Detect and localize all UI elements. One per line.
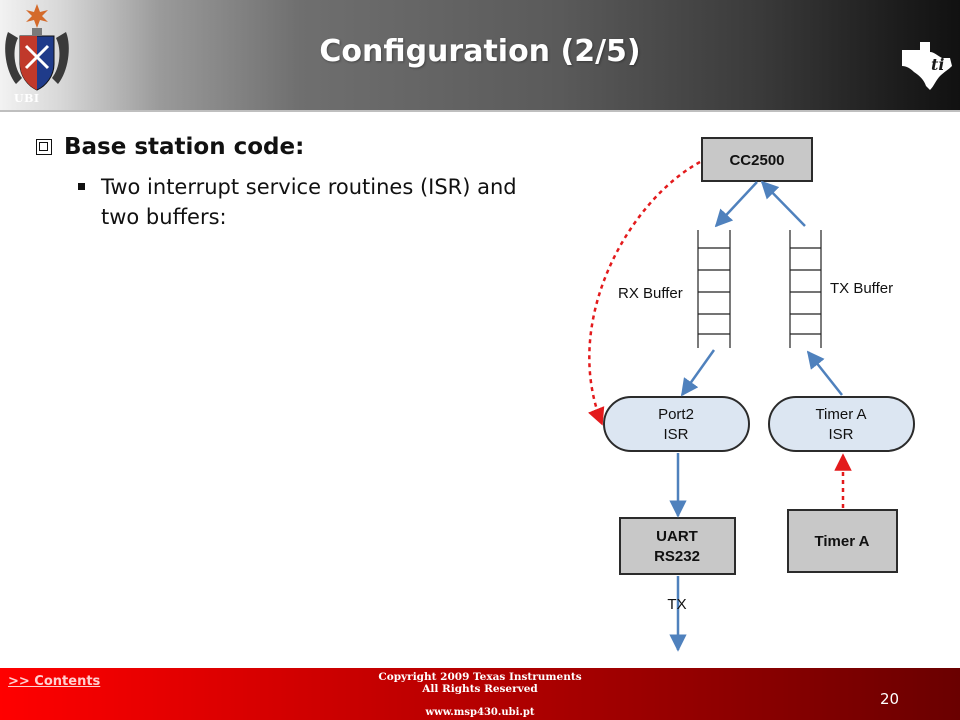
copyright-text: Copyright 2009 Texas Instruments All Rig…: [330, 671, 630, 695]
port2-isr-line2: ISR: [663, 426, 688, 443]
sub-bullet-text: Two interrupt service routines (ISR) and…: [101, 175, 517, 229]
page-number: 20: [880, 690, 900, 708]
tx-output-label: TX: [667, 596, 686, 613]
heading-text: Base station code:: [64, 134, 305, 160]
rx-buffer-stack: [697, 230, 731, 348]
copyright-line-2: All Rights Reserved: [422, 683, 538, 695]
checkbox-bullet-icon: [36, 139, 52, 155]
rx-buffer-label: RX Buffer: [618, 285, 683, 302]
tx-buffer-label: TX Buffer: [830, 280, 893, 297]
dashed-arrow-cc2500-to-port2: [587, 160, 701, 426]
ubi-logo-text: UBI: [14, 92, 40, 105]
square-bullet-icon: [78, 183, 85, 190]
header-divider: [0, 110, 960, 112]
timera-isr-line1: Timer A: [815, 406, 866, 423]
uart-line2: RS232: [654, 548, 700, 565]
arrow-tx-to-cc2500: [760, 180, 806, 227]
timera-isr-block: Timer A ISR: [768, 396, 915, 452]
footer-url: www.msp430.ubi.pt: [425, 707, 535, 718]
arrow-timeraisr-to-tx: [806, 350, 843, 396]
uart-line1: UART: [656, 528, 698, 545]
cc2500-label: CC2500: [729, 152, 784, 169]
slide-footer: [0, 668, 960, 720]
university-crest-icon: [5, 4, 69, 91]
timer-a-label: Timer A: [814, 533, 869, 550]
contents-link[interactable]: >> Contents: [8, 674, 101, 689]
sub-bullet: Two interrupt service routines (ISR) and…: [78, 172, 518, 232]
uart-block: UART RS232: [619, 517, 736, 575]
copyright-line-1: Copyright 2009 Texas Instruments: [378, 671, 582, 683]
timer-a-block: Timer A: [787, 509, 898, 573]
port2-isr-line1: Port2: [658, 406, 694, 423]
arrow-rx-to-port2: [680, 349, 716, 397]
slide-header: [0, 0, 960, 110]
texas-instruments-logo-icon: ti: [902, 42, 952, 90]
svg-text:ti: ti: [931, 55, 944, 74]
cc2500-block: CC2500: [701, 137, 813, 182]
slide-title: Configuration (2/5): [319, 34, 641, 69]
port2-isr-block: Port2 ISR: [603, 396, 750, 452]
timera-isr-line2: ISR: [828, 426, 853, 443]
heading-bullet: Base station code:: [36, 134, 304, 160]
tx-buffer-stack: [789, 230, 822, 348]
arrow-cc2500-to-rx: [714, 181, 758, 228]
